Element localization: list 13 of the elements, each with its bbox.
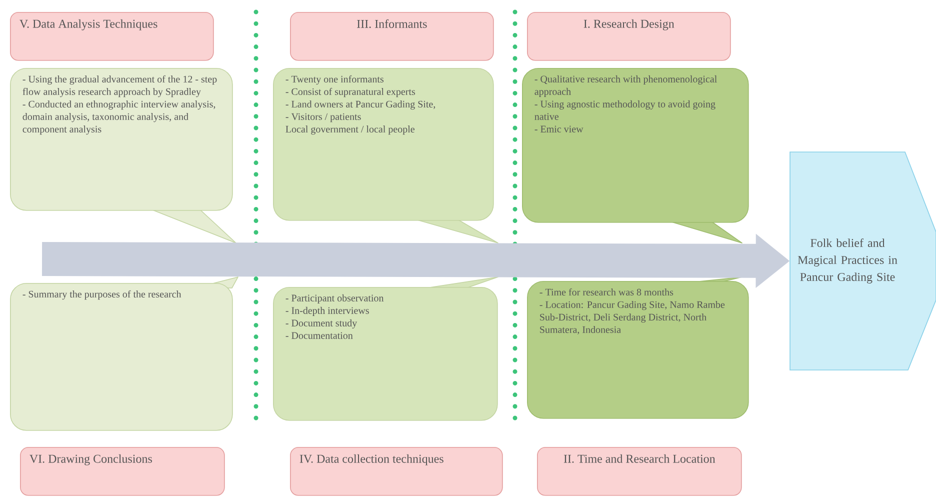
section-heading-box: IV. Data collection techniques xyxy=(290,447,503,496)
section-heading-box: I. Research Design xyxy=(527,12,731,61)
speech-callout: - Using the gradual advancement of the 12 - step flow analysis research approach by Spradley - Conducted an ethnographic interview analysis, domain analysis, taxonomic analysis, and component analysis xyxy=(10,68,236,244)
section-heading-box: II. Time and Research Location xyxy=(537,447,742,496)
goal-box: Folk belief and Magical Practices in Pancur Gading Site xyxy=(790,152,936,370)
speech-callout: - Twenty one informants - Consist of supranatural experts - Land owners at Pancur Gading Site, - Visitors / patients Local government / local people xyxy=(273,68,498,244)
speech-callout: - Participant observation - In-depth interviews - Document study - Documentation xyxy=(273,276,498,421)
speech-callout: - Summary the purposes of the research xyxy=(10,276,238,431)
section-heading-box: III. Informants xyxy=(290,12,494,61)
section-heading-box: VI. Drawing Conclusions xyxy=(20,447,225,496)
speech-callout: - Qualitative research with phenomenological approach - Using agnostic methodology to avoid going native - Emic view xyxy=(522,68,749,244)
speech-callout: - Time for research was 8 months - Location: Pancur Gading Site, Namo Rambe Sub-District, Deli Serdang District, North Sumatera, Indonesia xyxy=(527,276,749,419)
section-heading-box: V. Data Analysis Techniques xyxy=(10,12,214,61)
